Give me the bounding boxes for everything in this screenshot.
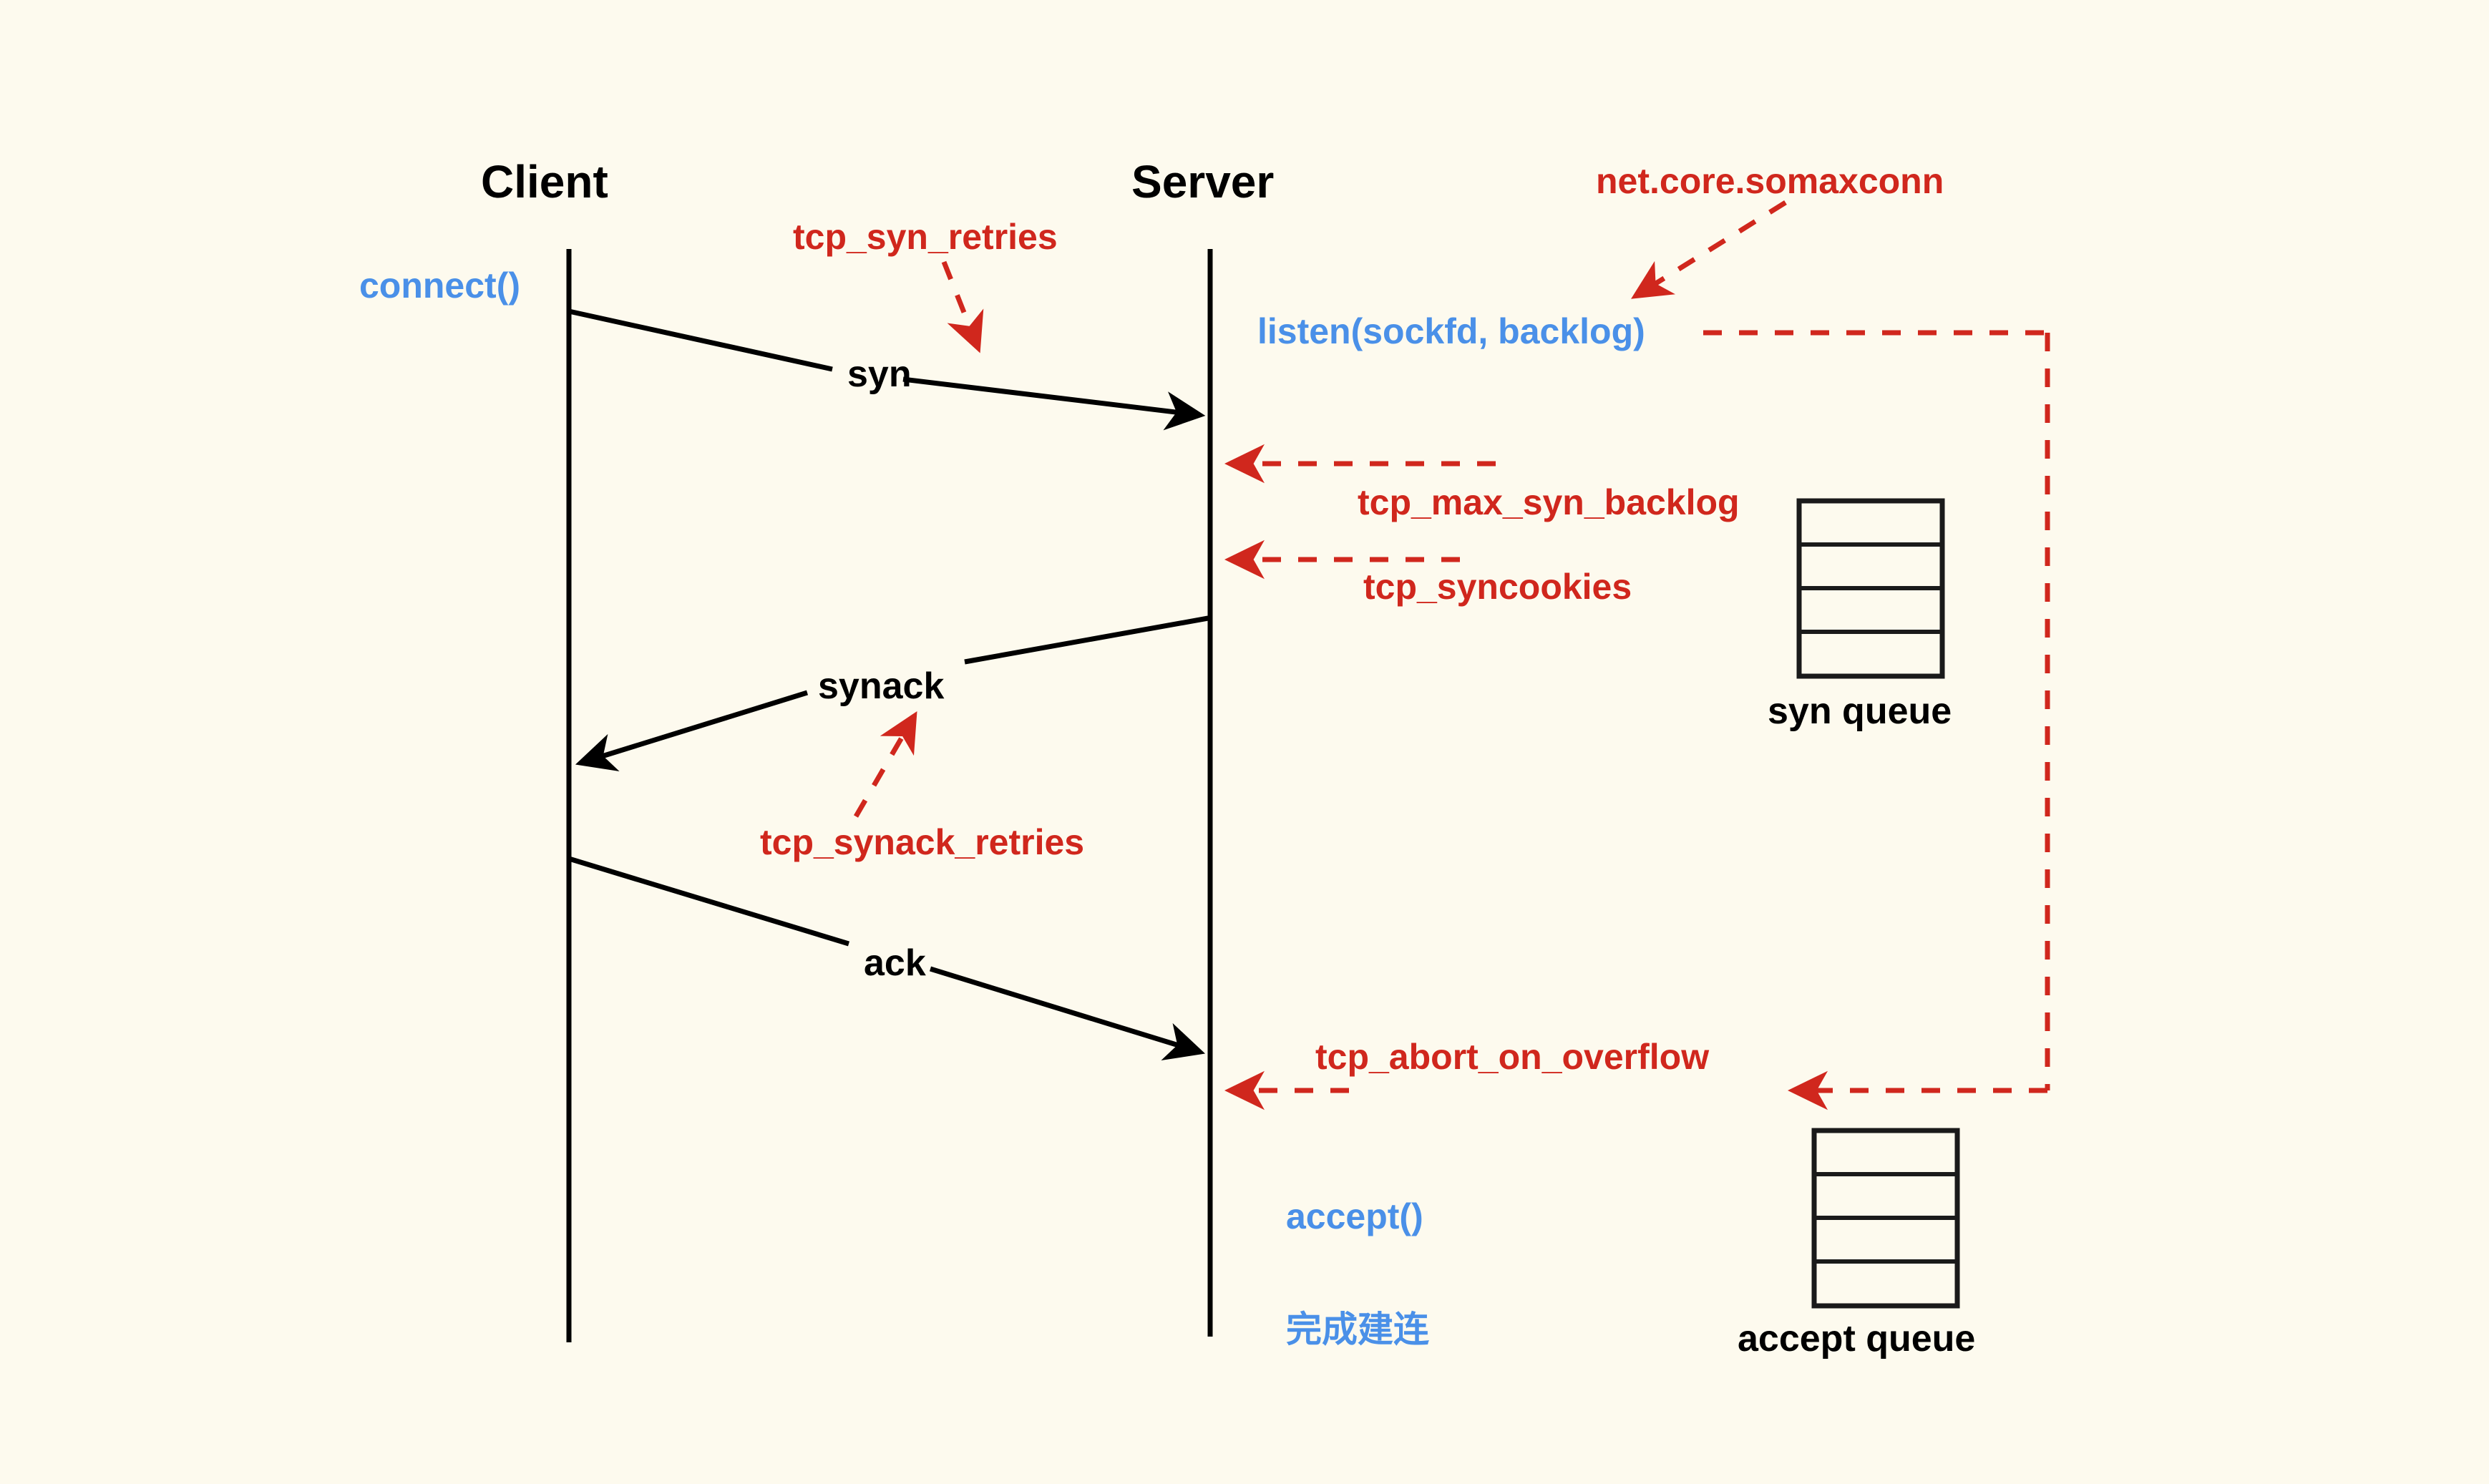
syn-arrow-segment-1: [568, 308, 833, 372]
synack-message-label: synack: [818, 665, 945, 707]
connect-call-label: connect(): [359, 265, 520, 306]
tcp-syn-retries-label: tcp_syn_retries: [793, 217, 1058, 257]
client-title: Client: [481, 156, 608, 208]
tcp-synack-retries-label: tcp_synack_retries: [760, 822, 1085, 862]
syn-arrow-segment-2: [902, 376, 1206, 431]
ack-arrow-segment-2: [929, 966, 1206, 1061]
synack-arrow-segment-1: [964, 615, 1209, 665]
tcp-synack-retries-pointer: [853, 711, 917, 818]
tcp-max-syn-backlog-label: tcp_max_syn_backlog: [1358, 482, 1740, 522]
tcp-syn-retries-pointer: [941, 260, 984, 353]
connection-established-label: 完成建连: [1286, 1309, 1429, 1350]
accept-call-label: accept(): [1286, 1196, 1423, 1236]
server-title: Server: [1131, 156, 1275, 208]
tcp-abort-on-overflow-label: tcp_abort_on_overflow: [1315, 1037, 1710, 1077]
syn-message-label: syn: [847, 353, 912, 395]
listen-call-label: listen(sockfd, backlog): [1257, 311, 1645, 351]
net-core-somaxconn-label: net.core.somaxconn: [1596, 161, 1944, 201]
ack-arrow-segment-1: [568, 856, 850, 947]
tcp-syncookies-label: tcp_syncookies: [1363, 567, 1632, 607]
syn-queue-caption: syn queue: [1768, 690, 1952, 732]
net-core-somaxconn-pointer: [1631, 200, 1787, 299]
ack-message-label: ack: [864, 942, 926, 984]
synack-arrow-segment-2: [575, 690, 809, 771]
accept-queue-caption: accept queue: [1738, 1318, 1976, 1359]
